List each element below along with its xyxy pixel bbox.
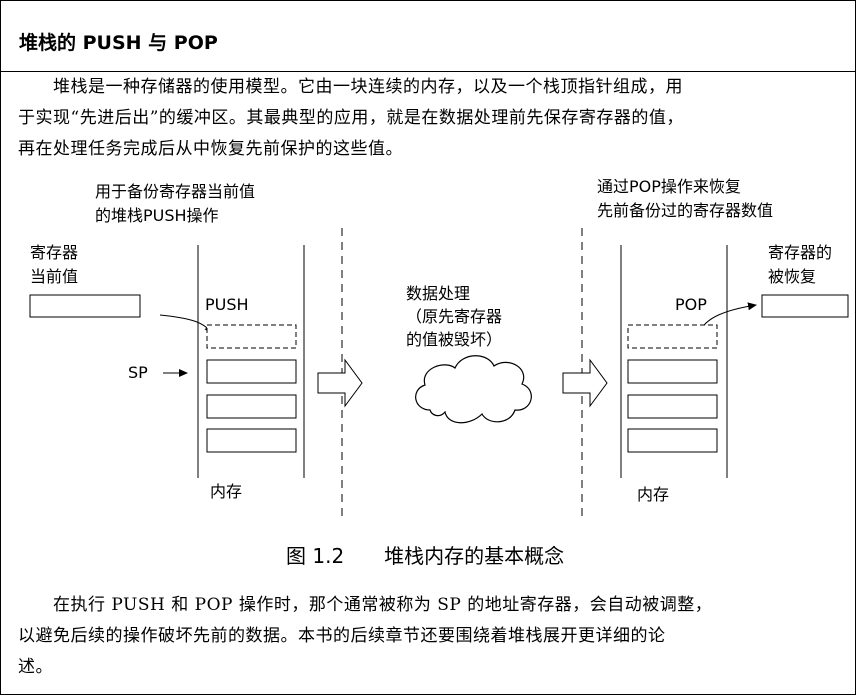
stack-slot-pushed (206, 324, 297, 349)
push-arrow (159, 314, 213, 335)
memory-label-right: 内存 (637, 485, 669, 504)
register-box-left (29, 294, 141, 318)
stack-slot (627, 359, 718, 384)
register-restored-label: 寄存器的 (768, 243, 832, 262)
register-restored-label: 被恢复 (768, 267, 816, 286)
memory-label-left: 内存 (210, 482, 242, 501)
processing-line: 数据处理 (406, 284, 470, 303)
push-label: PUSH (205, 295, 249, 314)
flow-arrow-right (562, 358, 608, 408)
intro-line: 再在处理任务完成后从中恢复先前保护的这些值。 (18, 139, 403, 159)
section-title: 堆栈的 PUSH 与 POP (19, 32, 218, 54)
closing-paragraph: 在执行 PUSH 和 POP 操作时，那个通常被称为 SP 的地址寄存器，会自动… (18, 590, 838, 683)
flow-arrow-left (317, 358, 363, 408)
register-current-label: 当前值 (30, 267, 78, 286)
closing-line: 述。 (18, 657, 53, 677)
closing-line: 在执行 PUSH 和 POP 操作时，那个通常被称为 SP 的地址寄存器，会自动… (18, 595, 713, 615)
intro-line: 于实现“先进后出”的缓冲区。其最典型的应用，就是在数据处理前先保存寄存器的值， (18, 108, 684, 128)
stack-slot-popped (627, 324, 718, 349)
register-box-right (761, 294, 849, 318)
title-row: 堆栈的 PUSH 与 POP (1, 1, 855, 72)
register-current-label: 寄存器 (30, 243, 78, 262)
stack-slot (206, 428, 297, 453)
stack-slot (206, 359, 297, 384)
stack-slot (627, 428, 718, 453)
sp-label: SP (128, 363, 148, 382)
push-caption-line: 的堆栈PUSH操作 (95, 206, 219, 225)
processing-line: 的值被毁坏） (406, 330, 502, 349)
push-caption-line: 用于备份寄存器当前值 (95, 182, 255, 201)
figure-caption: 图 1.2 堆栈内存的基本概念 (286, 544, 564, 568)
pop-label: POP (675, 295, 707, 314)
stack-slot (627, 394, 718, 419)
processing-line: （原先寄存器 (406, 307, 502, 326)
intro-line: 堆栈是一种存储器的使用模型。它由一块连续的内存，以及一个栈顶指针组成，用 (18, 77, 683, 97)
pop-caption-line: 通过POP操作来恢复 (597, 177, 741, 196)
pop-caption-line: 先前备份过的寄存器数值 (597, 201, 773, 220)
closing-line: 以避免后续的操作破坏先前的数据。本书的后续章节还要围绕着堆栈展开更详细的论 (18, 626, 666, 646)
stack-slot (206, 394, 297, 419)
intro-paragraph: 堆栈是一种存储器的使用模型。它由一块连续的内存，以及一个栈顶指针组成，用 于实现… (18, 72, 838, 165)
cloud-icon (415, 355, 532, 424)
